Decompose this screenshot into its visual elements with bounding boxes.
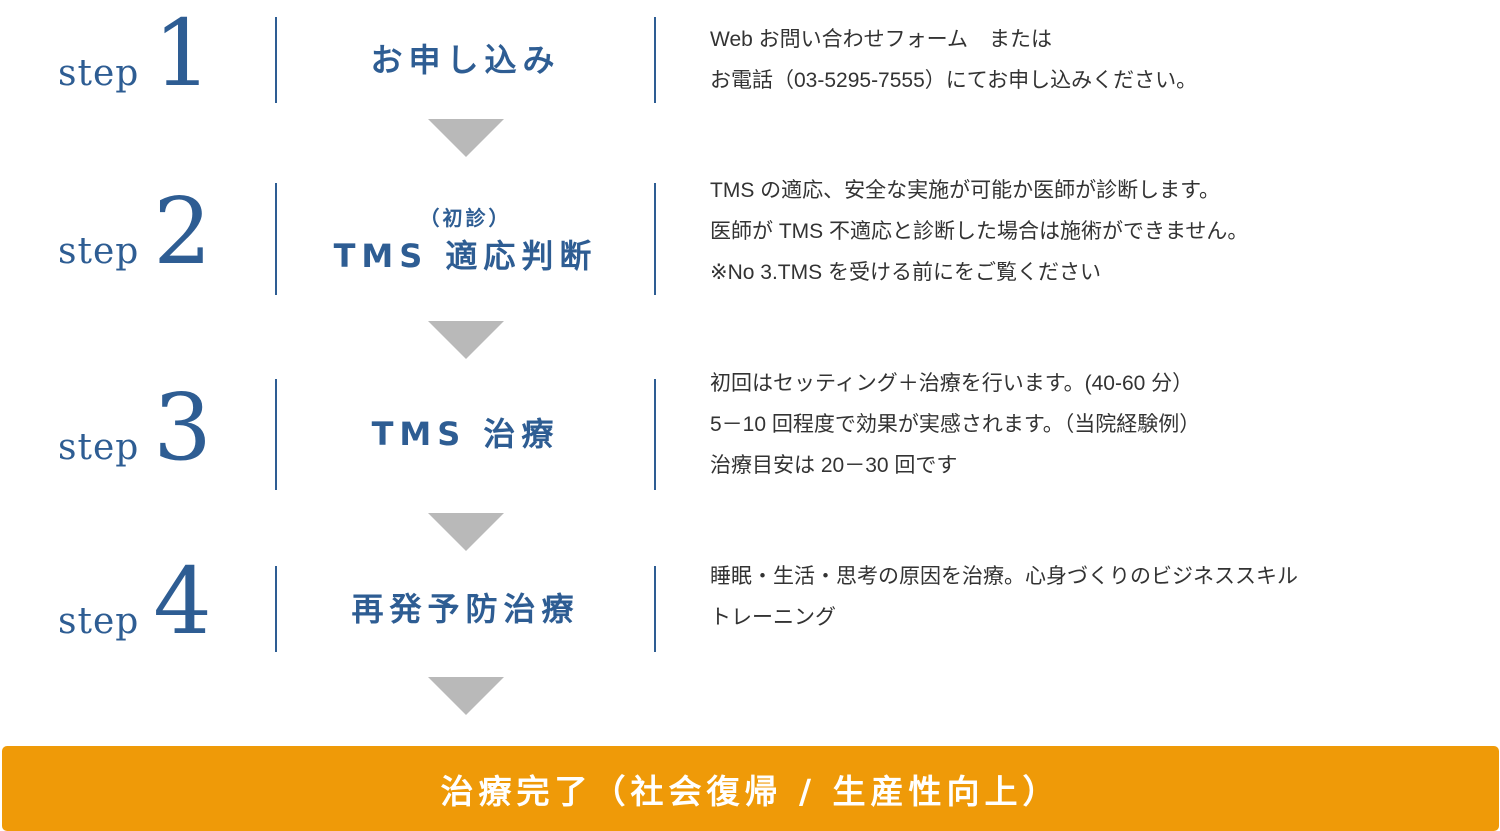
- step-3-description: 初回はセッティング＋治療を行います。(40-60 分） 5－10 回程度で効果が…: [710, 363, 1470, 486]
- divider-left: [275, 379, 277, 490]
- step-title: TMS 治療: [371, 415, 560, 454]
- step-title: お申し込み: [370, 40, 561, 79]
- divider-right: [654, 379, 656, 490]
- step-1-label: step 1: [58, 8, 212, 100]
- step-4-title-box: 再発予防治療: [277, 566, 654, 652]
- down-arrow-icon: [428, 677, 504, 715]
- final-result-banner: 治療完了（社会復帰 / 生産性向上）: [2, 746, 1499, 831]
- step-number: 1: [153, 0, 212, 107]
- step-word: step: [58, 231, 140, 272]
- description-line: 睡眠・生活・思考の原因を治療。心身づくりのビジネススキル: [710, 565, 1298, 588]
- step-word: step: [58, 427, 140, 468]
- step-1-description: Web お問い合わせフォーム または お電話（03-5295-7555）にてお申…: [710, 19, 1470, 101]
- final-result-label: 治療完了（社会復帰 / 生産性向上）: [440, 771, 1061, 811]
- description-line: 5－10 回程度で効果が実感されます。（当院経験例）: [710, 413, 1201, 436]
- description-line: ※No 3.TMS を受ける前にをご覧ください: [710, 261, 1101, 284]
- divider-left: [275, 183, 277, 295]
- step-3-label: step 3: [58, 382, 212, 474]
- step-2-label: step 2: [58, 186, 212, 278]
- divider-right: [654, 566, 656, 652]
- step-4-description: 睡眠・生活・思考の原因を治療。心身づくりのビジネススキル トレーニング: [710, 556, 1470, 638]
- down-arrow-icon: [428, 513, 504, 551]
- divider-left: [275, 566, 277, 652]
- description-line: 治療目安は 20－30 回です: [710, 454, 958, 477]
- step-2-title-box: （初診） TMS 適応判断: [277, 183, 654, 295]
- step-3-title-box: TMS 治療: [277, 379, 654, 490]
- step-word: step: [58, 53, 140, 94]
- step-subtitle: （初診）: [419, 206, 512, 231]
- down-arrow-icon: [428, 321, 504, 359]
- description-line: 医師が TMS 不適応と診断した場合は施術ができません。: [710, 220, 1249, 243]
- description-line: お電話（03-5295-7555）にてお申し込みください。: [710, 69, 1198, 92]
- step-title: TMS 適応判断: [333, 237, 598, 276]
- divider-right: [654, 183, 656, 295]
- step-number: 3: [153, 374, 212, 481]
- step-title: 再発予防治療: [351, 589, 580, 628]
- divider-left: [275, 17, 277, 103]
- description-line: Web お問い合わせフォーム または: [710, 28, 1053, 51]
- step-4-label: step 4: [58, 556, 212, 648]
- step-1-title-box: お申し込み: [277, 17, 654, 103]
- description-line: TMS の適応、安全な実施が可能か医師が診断します。: [710, 179, 1221, 202]
- divider-right: [654, 17, 656, 103]
- down-arrow-icon: [428, 119, 504, 157]
- step-number: 4: [153, 548, 212, 655]
- step-word: step: [58, 601, 140, 642]
- step-2-description: TMS の適応、安全な実施が可能か医師が診断します。 医師が TMS 不適応と診…: [710, 170, 1470, 293]
- description-line: トレーニング: [710, 606, 836, 629]
- description-line: 初回はセッティング＋治療を行います。(40-60 分）: [710, 372, 1194, 395]
- step-number: 2: [153, 178, 212, 285]
